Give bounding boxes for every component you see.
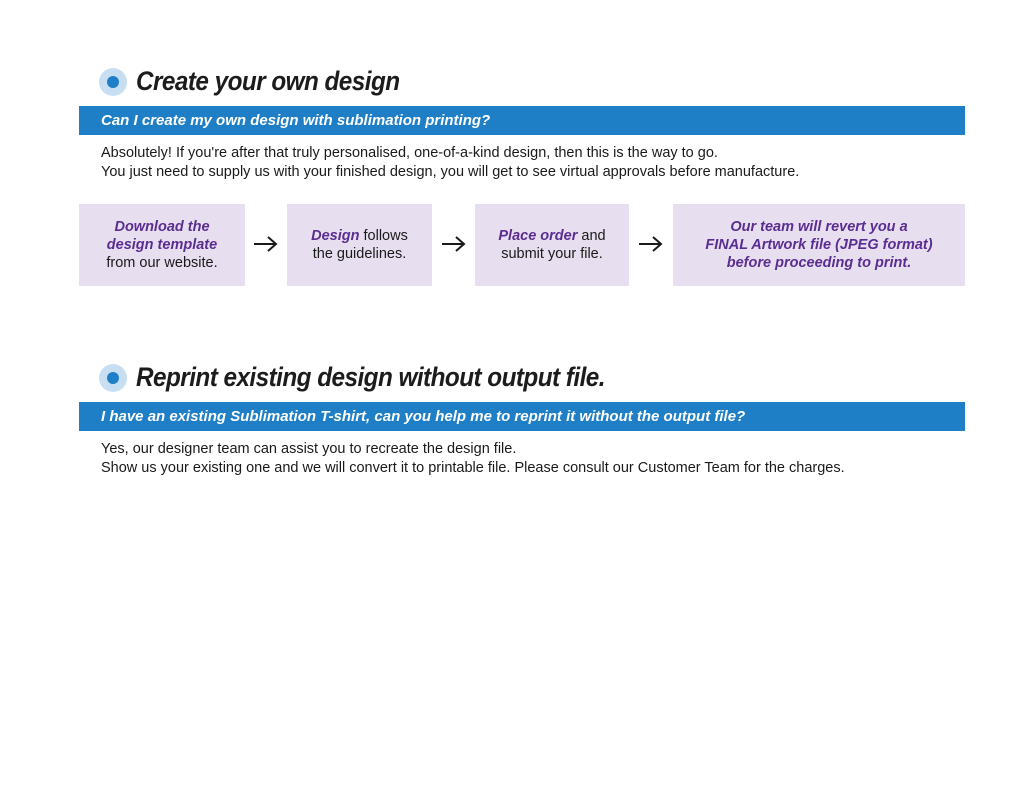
step-text: and [577, 228, 606, 244]
step-highlight: design template [106, 237, 218, 253]
step-highlight: Our team will revert you a [730, 219, 908, 235]
arrow-right-icon [639, 236, 663, 252]
section-heading-row: Create your own design [79, 62, 965, 100]
answer-text: Yes, our designer team can assist you to… [79, 440, 965, 478]
circle-bullet-icon [99, 68, 127, 96]
answer-line: Show us your existing one and we will co… [101, 460, 845, 476]
section-heading: Reprint existing design without output f… [136, 362, 606, 392]
question-bar: I have an existing Sublimation T-shirt, … [79, 402, 965, 431]
section-reprint-design: Reprint existing design without output f… [79, 358, 965, 478]
step-design-guidelines: Design follows the guidelines. [287, 204, 432, 286]
answer-text: Absolutely! If you're after that truly p… [79, 144, 965, 182]
step-text: submit your file. [501, 246, 603, 262]
answer-line: Yes, our designer team can assist you to… [101, 441, 517, 457]
step-place-order: Place order and submit your file. [475, 204, 629, 286]
section-create-own-design: Create your own design Can I create my o… [79, 62, 965, 182]
answer-line: You just need to supply us with your fin… [101, 164, 800, 180]
step-text: from our website. [106, 255, 218, 271]
section-heading-row: Reprint existing design without output f… [79, 358, 965, 396]
arrow-right-icon [442, 236, 466, 252]
step-highlight: Place order [498, 228, 578, 244]
step-text: follows [359, 228, 408, 244]
step-text: the guidelines. [312, 246, 407, 262]
step-download-template: Download the design template from our we… [79, 204, 245, 286]
section-heading: Create your own design [136, 66, 400, 96]
circle-bullet-icon [99, 364, 127, 392]
step-highlight: FINAL Artwork file (JPEG format) [705, 237, 933, 253]
step-highlight: Download the [114, 219, 210, 235]
question-bar: Can I create my own design with sublimat… [79, 106, 965, 135]
process-steps: Download the design template from our we… [79, 204, 965, 286]
arrow-right-icon [254, 236, 278, 252]
step-highlight: Design [311, 228, 360, 244]
step-final-artwork: Our team will revert you a FINAL Artwork… [673, 204, 965, 286]
answer-line: Absolutely! If you're after that truly p… [101, 145, 718, 161]
step-highlight: before proceeding to print. [726, 255, 912, 271]
